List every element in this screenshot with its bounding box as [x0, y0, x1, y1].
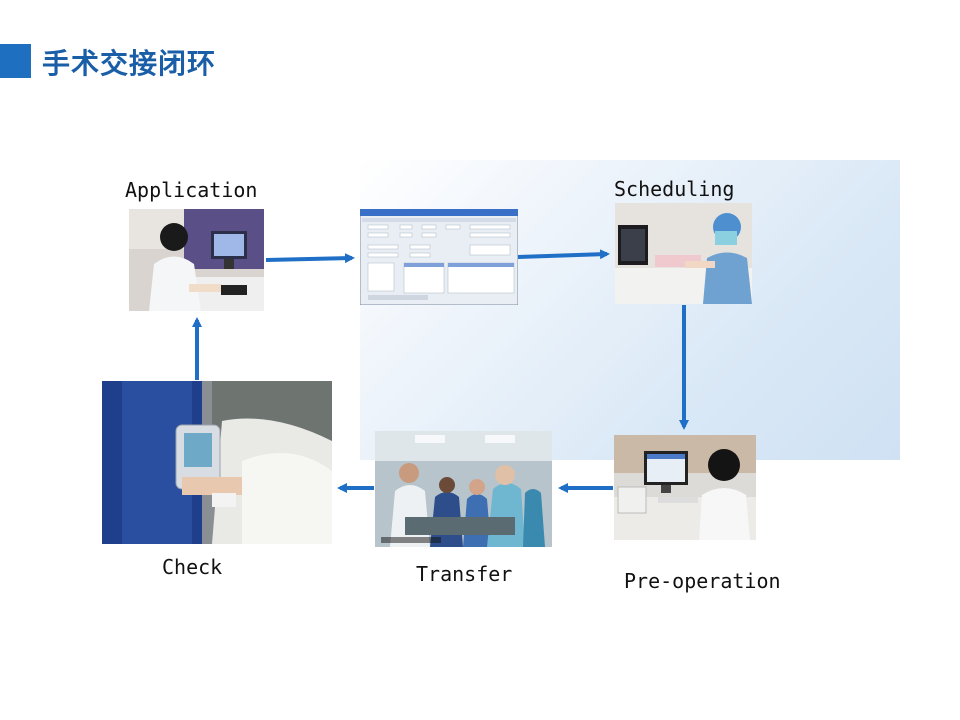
- arrow-software-to-scheduling: [518, 254, 607, 257]
- arrow-application-to-software: [266, 258, 352, 260]
